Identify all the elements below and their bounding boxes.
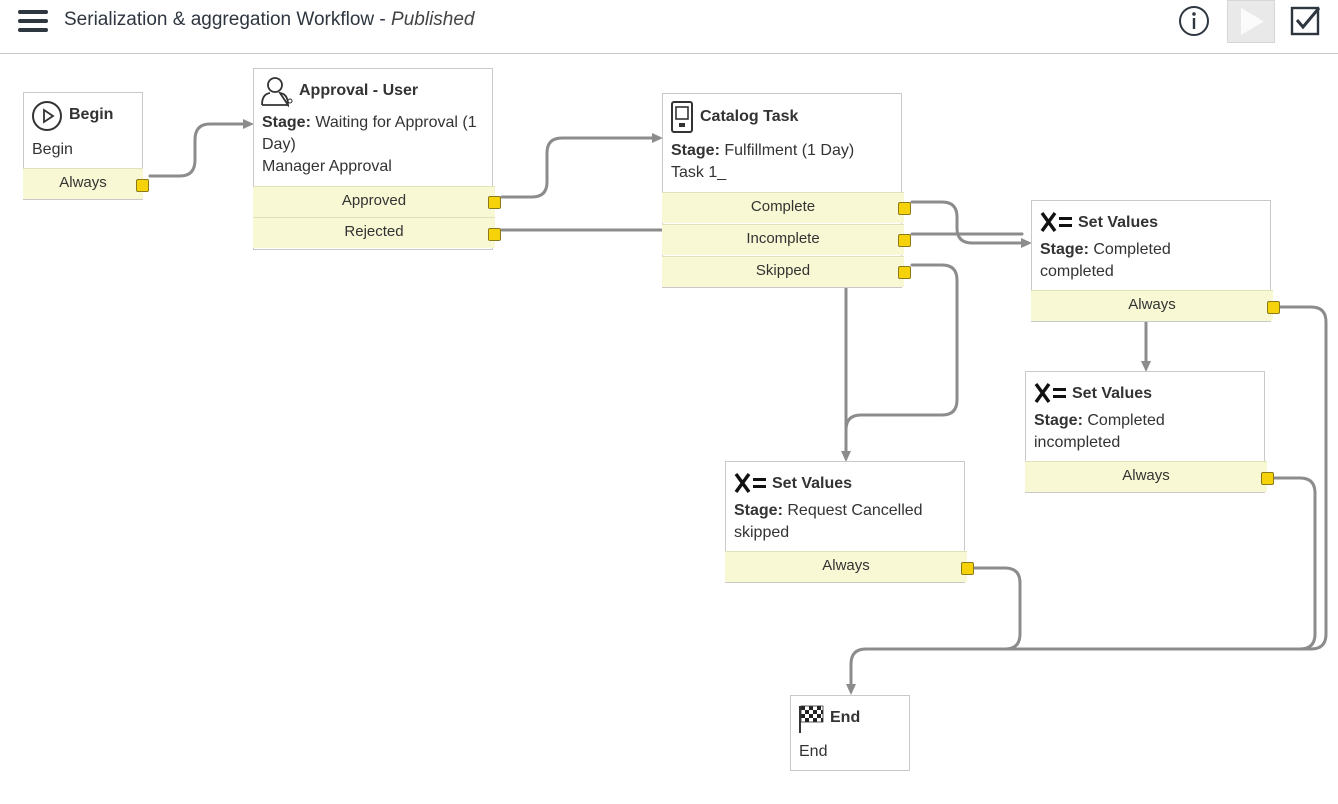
- arrow-to-end: [846, 684, 856, 695]
- condition-label: Always: [59, 174, 107, 191]
- edge-approved-catalog: [500, 136, 654, 199]
- workflow-header: Serialization & aggregation Workflow - P…: [0, 0, 1338, 54]
- stage-value: Completed: [1093, 241, 1171, 258]
- activity-name: End: [830, 709, 861, 726]
- checkbox-icon: [1290, 6, 1321, 36]
- condition-complete[interactable]: Complete: [662, 192, 904, 223]
- edge-incompleted-end: [1272, 476, 1317, 651]
- activity-stage: Stage: Waiting for Approval (1 Day) Mana…: [262, 112, 484, 178]
- condition-label: Complete: [750, 198, 816, 215]
- play-icon: [1241, 8, 1264, 35]
- device-icon: [671, 101, 693, 133]
- condition-label: Incomplete: [746, 230, 820, 247]
- stage-value: Completed: [1087, 412, 1165, 429]
- x-equals-icon: [734, 473, 766, 493]
- stage-value-continued: Day): [262, 136, 296, 153]
- edge-complete-setvalues: [910, 200, 1024, 245]
- activity-description: completed: [1040, 263, 1114, 280]
- title-separator: -: [374, 9, 392, 30]
- condition-label: Skipped: [755, 262, 811, 279]
- stage-value: Request Cancelled: [787, 502, 923, 519]
- condition-port[interactable]: [488, 196, 501, 209]
- workflow-status: Published: [391, 9, 475, 30]
- edge-skipped-cancelled: [844, 263, 959, 454]
- activity-end[interactable]: End End: [790, 695, 910, 771]
- arrow-to-setvalues-cancelled: [841, 451, 851, 462]
- condition-port[interactable]: [1261, 472, 1274, 485]
- activity-description: skipped: [734, 524, 790, 541]
- condition-port[interactable]: [1267, 301, 1280, 314]
- stage-label: Stage:: [1040, 241, 1089, 258]
- stage-value: Fulfillment (1 Day): [724, 142, 855, 159]
- activity-name: Set Values: [772, 475, 853, 492]
- condition-label: Always: [822, 557, 870, 574]
- user-icon: [261, 77, 293, 107]
- arrow-to-approval: [243, 119, 254, 129]
- condition-port[interactable]: [488, 228, 501, 241]
- activity-set-values-incompleted[interactable]: Set Values Stage: Completed incompleted …: [1025, 371, 1274, 493]
- activity-description: Task 1_: [671, 164, 727, 181]
- condition-label: Always: [1128, 296, 1176, 313]
- workflow-name: Serialization & aggregation Workflow: [64, 9, 375, 30]
- x-equals-icon: [1034, 383, 1066, 403]
- info-button[interactable]: [1178, 0, 1212, 42]
- activity-name: Begin: [69, 106, 114, 123]
- arrow-to-catalog: [652, 133, 663, 143]
- condition-label: Approved: [341, 192, 407, 209]
- x-equals-icon: [1040, 212, 1072, 232]
- activity-description: Manager Approval: [262, 158, 392, 175]
- arrow-to-setvalues-incompleted: [1141, 361, 1151, 372]
- stage-label: Stage:: [1034, 412, 1083, 429]
- condition-port[interactable]: [136, 179, 149, 192]
- edge-begin-approval: [148, 122, 246, 178]
- arrow-to-setvalues-completed: [1021, 238, 1032, 248]
- stage-label: Stage:: [734, 502, 783, 519]
- edge-cancelled-end: [972, 566, 1022, 651]
- activity-description: Begin: [32, 141, 73, 158]
- info-icon: [1179, 6, 1209, 36]
- condition-always[interactable]: Always: [1025, 461, 1267, 492]
- stage-label: Stage:: [262, 114, 311, 131]
- condition-always[interactable]: Always: [23, 168, 143, 199]
- activity-stage: Stage: Fulfillment (1 Day) Task 1_: [671, 140, 893, 184]
- activity-set-values-completed[interactable]: Set Values Stage: Completed completed Al…: [1031, 200, 1280, 322]
- condition-port[interactable]: [961, 562, 974, 575]
- checkered-flag-icon: [799, 705, 824, 733]
- play-circle-icon: [32, 101, 62, 131]
- workflow-title: Serialization & aggregation Workflow - P…: [64, 9, 475, 31]
- condition-rejected[interactable]: Rejected: [253, 217, 495, 248]
- hamburger-icon[interactable]: [18, 10, 48, 34]
- activity-stage: Stage: Request Cancelled skipped: [734, 500, 956, 544]
- activity-set-values-cancelled[interactable]: Set Values Stage: Request Cancelled skip…: [725, 461, 974, 583]
- activity-name: Set Values: [1072, 385, 1153, 402]
- condition-label: Rejected: [344, 223, 404, 240]
- activity-name: Catalog Task: [700, 108, 799, 125]
- activity-description: incompleted: [1034, 434, 1121, 451]
- activity-stage: Stage: Completed incompleted: [1034, 410, 1256, 454]
- stage-label: Stage:: [671, 142, 720, 159]
- edge-completed-end: [849, 305, 1328, 688]
- activity-approval-user[interactable]: Approval - User Stage: Waiting for Appro…: [253, 68, 501, 250]
- activity-begin[interactable]: Begin Begin Always: [23, 92, 149, 200]
- condition-port[interactable]: [898, 266, 911, 279]
- condition-always[interactable]: Always: [1031, 290, 1273, 321]
- condition-incomplete[interactable]: Incomplete: [662, 224, 904, 255]
- condition-port[interactable]: [898, 202, 911, 215]
- activity-name: Approval - User: [299, 82, 419, 99]
- activity-stage: Stage: Completed completed: [1040, 239, 1262, 283]
- validate-button[interactable]: [1288, 0, 1324, 42]
- condition-always[interactable]: Always: [725, 551, 967, 582]
- condition-skipped[interactable]: Skipped: [662, 256, 904, 287]
- condition-port[interactable]: [898, 234, 911, 247]
- run-button[interactable]: [1227, 0, 1275, 43]
- condition-label: Always: [1122, 467, 1170, 484]
- condition-approved[interactable]: Approved: [253, 186, 495, 217]
- activity-name: Set Values: [1078, 214, 1159, 231]
- activity-catalog-task[interactable]: Catalog Task Stage: Fulfillment (1 Day) …: [662, 93, 911, 288]
- stage-value: Waiting for Approval (1: [315, 114, 477, 131]
- activity-description: End: [799, 743, 828, 760]
